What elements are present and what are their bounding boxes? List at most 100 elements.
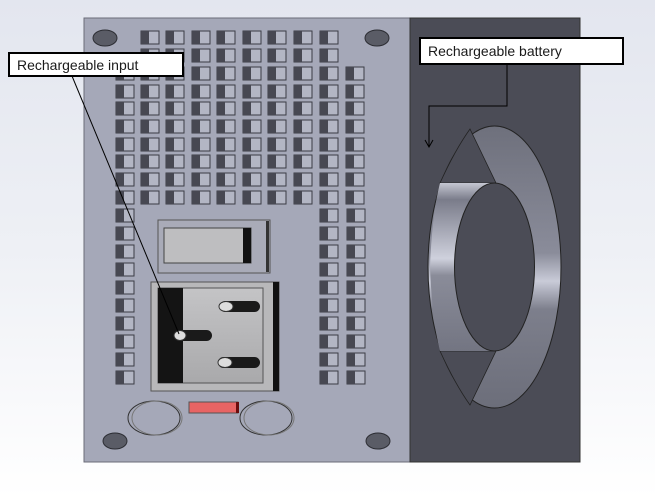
vent-slot (319, 48, 339, 63)
vent-slot (115, 84, 135, 99)
power-switch (157, 219, 271, 274)
vent-slot (216, 154, 236, 169)
vent-slot (319, 262, 339, 277)
vent-slot (319, 30, 339, 45)
vent-slot (267, 119, 287, 134)
vent-slot (242, 30, 262, 45)
vent-slot (319, 154, 339, 169)
vent-slot (267, 172, 287, 187)
vent-slot (267, 48, 287, 63)
vent-slot (345, 66, 365, 81)
vent-slot (242, 48, 262, 63)
vent-slot (267, 84, 287, 99)
rechargeable-input-label: Rechargeable input (8, 52, 184, 77)
vent-slot (319, 137, 339, 152)
vent-slot (115, 101, 135, 116)
vent-slot (242, 154, 262, 169)
vent-slot (165, 154, 185, 169)
vent-slot (165, 119, 185, 134)
vent-slot (319, 280, 339, 295)
vent-slot (115, 119, 135, 134)
vent-slot (140, 84, 160, 99)
vent-slot (216, 119, 236, 134)
vent-slot (345, 84, 365, 99)
vent-slot (319, 66, 339, 81)
round-button (239, 400, 295, 436)
vent-slot (140, 190, 160, 205)
vent-slot (319, 316, 339, 331)
vent-slot (267, 66, 287, 81)
vent-slot (267, 30, 287, 45)
vent-slot (191, 172, 211, 187)
vent-slot (319, 334, 339, 349)
vent-slot (293, 119, 313, 134)
vent-slot (191, 84, 211, 99)
vent-slot (115, 262, 135, 277)
leader-line-input (71, 75, 180, 335)
vent-slot (346, 334, 366, 349)
vent-slot (345, 137, 365, 152)
vent-slot (165, 101, 185, 116)
vent-slot (242, 137, 262, 152)
vent-slot (267, 154, 287, 169)
vent-slot (115, 137, 135, 152)
vent-slot (293, 154, 313, 169)
vent-slot (191, 119, 211, 134)
vent-slot (293, 172, 313, 187)
screw-hole-icon (102, 432, 128, 450)
vent-slot (140, 101, 160, 116)
vent-slot (216, 48, 236, 63)
vent-slot (115, 226, 135, 241)
leader-line-battery (424, 64, 508, 149)
vent-slot (319, 101, 339, 116)
vent-slot (140, 137, 160, 152)
vent-slot (115, 172, 135, 187)
vent-slot (216, 137, 236, 152)
vent-slot (293, 101, 313, 116)
vent-slot (191, 66, 211, 81)
vent-slot (216, 190, 236, 205)
vent-slot (115, 190, 135, 205)
vent-slot (115, 208, 135, 223)
vent-slot (319, 226, 339, 241)
vent-slot (191, 101, 211, 116)
vent-slot (293, 48, 313, 63)
vent-slot (319, 84, 339, 99)
vent-slot (191, 48, 211, 63)
vent-slot (319, 370, 339, 385)
vent-slot (346, 262, 366, 277)
vent-slot (115, 316, 135, 331)
vent-slot (345, 190, 365, 205)
vent-slot (242, 101, 262, 116)
vent-slot (293, 66, 313, 81)
screw-hole-icon (92, 29, 118, 47)
vent-slot (191, 30, 211, 45)
screw-hole-icon (364, 29, 390, 47)
vent-slot (115, 244, 135, 259)
charging-socket (150, 281, 280, 392)
vent-slot (293, 30, 313, 45)
vent-slot (346, 244, 366, 259)
vent-slot (293, 84, 313, 99)
indicator-light (188, 401, 239, 414)
vent-slot (242, 84, 262, 99)
vent-slot (293, 137, 313, 152)
vent-slot (140, 154, 160, 169)
battery (427, 125, 562, 409)
vent-slot (319, 298, 339, 313)
screw-holes (92, 29, 391, 450)
vent-slot (319, 208, 339, 223)
vent-slot (346, 208, 366, 223)
vent-slot (267, 137, 287, 152)
vent-slot (165, 137, 185, 152)
vent-slot (191, 137, 211, 152)
vent-slot (115, 280, 135, 295)
vent-slot (115, 352, 135, 367)
vent-slot (191, 190, 211, 205)
vent-slot (140, 172, 160, 187)
vent-slot (242, 172, 262, 187)
vent-slot (346, 226, 366, 241)
vent-slot (165, 84, 185, 99)
vent-slot (242, 66, 262, 81)
